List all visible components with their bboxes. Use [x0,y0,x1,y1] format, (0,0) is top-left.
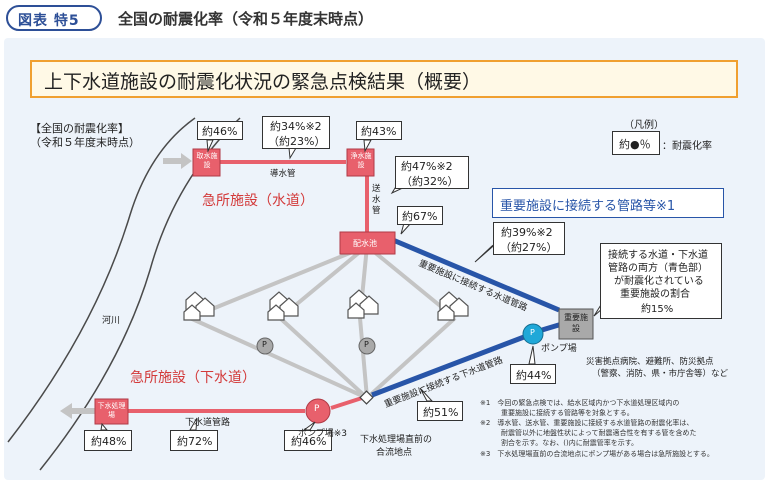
pump-station-3-label: ポンプ場※3 [298,429,347,439]
note-2b: 耐震管以外に地盤性状によって耐震適合性を有する管を含めた [480,429,697,437]
rate-sewer-trunk: 約72% [177,435,213,448]
pipes-heading-box [492,188,724,218]
outlet-arrow [60,403,95,419]
callout-transmission [395,156,469,189]
callout-pump-station-3 [284,430,332,451]
sewer-pipes [128,396,363,413]
header: 図表 特5 全国の耐震化率（令和５年度末時点） [0,0,771,36]
sewer-trunk-label: 下水道管路 [185,418,231,428]
callout-sewer-trunk [170,430,218,451]
important-desc-2: （警察、消防、県・市庁舎等）など [592,369,729,379]
callout-conduit [262,116,330,149]
both-line-3: が耐震化されている [614,276,704,287]
callout-purification [356,121,402,140]
water-pump-label: P [530,328,535,337]
sewer-pump-icon [305,398,331,424]
purification-box [346,148,375,177]
transmission-label: 送水管 [372,184,381,216]
rate-pump-station: 約44% [516,369,552,382]
main-title: 上下水道施設の耐震化状況の緊急点検結果（概要） [44,71,482,93]
both-line-1: 接続する水道・下水道 [608,250,708,261]
river-bank-upper [7,117,196,443]
callout-both-seismic [600,243,722,319]
confluence-point-icon [359,390,374,405]
callout-intake [197,121,243,140]
section-pipes: 重要施設に接続する管路等※1 [500,199,676,214]
national-rate-label: 【全国の耐震化率】 [30,122,129,135]
note-1b: 重要施設に接続する管路等を対象とする。 [480,409,634,417]
rate-sewage-plant: 約48% [91,435,127,448]
section-sewer: 急所施設（下水道） [130,370,256,386]
sewer-pump-label: P [314,404,320,414]
section-water: 急所施設（水道） [202,193,314,209]
header-title: 全国の耐震化率（令和５年度末時点） [118,10,374,28]
figure-badge: 図表 特5 [6,5,102,31]
note-1a: ※1 今回の緊急点検では、給水区域内かつ下水道処理区域内の [480,399,680,407]
important-desc-1: 災害拠点病院、避難所、防災拠点 [586,357,714,367]
river-label: 河川 [102,316,121,326]
purification-label: 浄水施設 [350,152,372,169]
important-facility-box [558,308,594,340]
rate-intake: 約46% [202,125,238,138]
pump-p-label-1: P [262,340,267,349]
pump-p-label-2: P [364,340,369,349]
rate-sewer-main: 約51% [423,406,459,419]
rate-conduit-pipe: （約23%） [268,135,326,148]
distribution-label: 配水池 [353,239,377,248]
figure-badge-label: 図表 特5 [18,13,80,29]
conduit-label: 導水管 [270,169,296,179]
important-label: 重要施設 [564,313,588,333]
rate-pump-station-3: 約46% [291,435,327,448]
rate-water-main: 約39%※2 [501,226,553,239]
rate-conduit: 約34%※2 [270,120,322,133]
callout-sewage-plant [84,430,132,451]
distribution-box [339,231,396,255]
note-2c: 割合を示す。なお、()内に耐震管率を示す。 [480,439,639,447]
water-pipes [219,160,369,232]
rate-purification: 約43% [361,125,397,138]
rate-transmission-pipe: （約32%） [401,175,459,188]
confluence-label-1: 下水処理場直前の [360,435,433,445]
callout-water-main [493,222,565,255]
rate-transmission: 約47%※2 [401,160,453,173]
water-pump-icon [522,323,544,345]
callout-sewer-main [417,401,463,421]
note-3: ※3 下水処理場直前の合流地点にポンプ場がある場合は急所施設とする。 [480,450,714,458]
national-rate-period: （令和５年度末時点） [30,136,140,149]
rate-water-main-pipe: （約27%） [500,241,558,254]
legend-title: （凡例） [624,120,664,131]
note-2a: ※2 導水管、送水管、重要施設に接続する水道管路の耐震化率は、 [480,419,694,427]
sewage-plant-box [94,398,129,425]
both-line-4: 重要施設の割合 [620,289,690,300]
house-icon [183,289,469,321]
callout-distribution [397,206,443,225]
legend-box [612,131,660,155]
both-line-5: 約15% [641,304,674,315]
intake-label: 取水施設 [196,152,218,169]
main-title-box: 上下水道施設の耐震化状況の緊急点検結果（概要） [30,60,738,98]
callout-pump-station [510,364,556,384]
intake-arrow [163,153,192,169]
legend-value: 約●％ [619,138,651,151]
confluence-label-2: 合流地点 [376,448,413,458]
rate-distribution: 約67% [402,210,438,223]
pump-station-label: ポンプ場 [541,344,577,354]
intake-box [192,148,221,177]
legend-text: ：耐震化率 [662,141,712,152]
both-line-2: 管路の両方（青色部） [608,263,708,274]
sewage-plant-label: 下水処理場 [97,402,126,419]
pump-p-icon [256,337,376,355]
